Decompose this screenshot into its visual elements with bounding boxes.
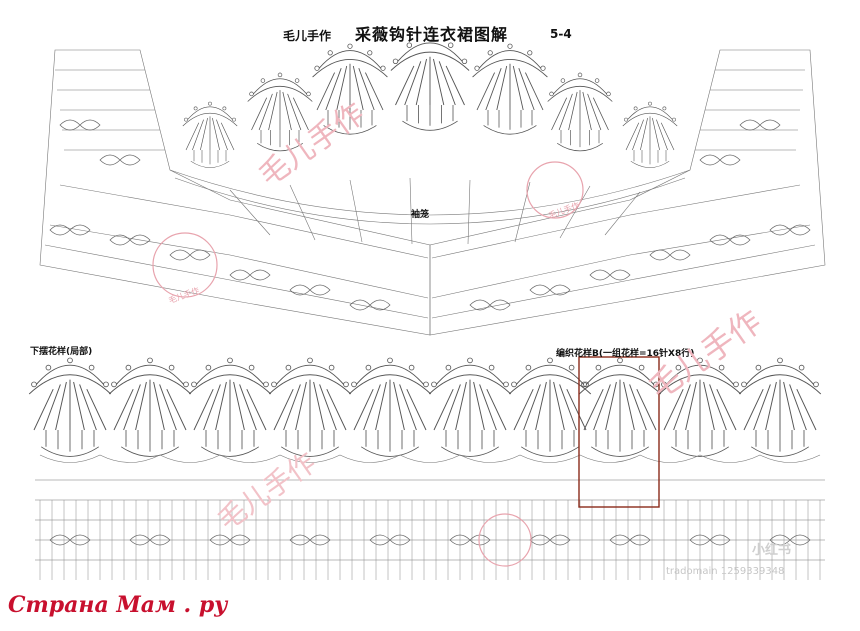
sleeve-label: 袖笼 [411, 210, 430, 220]
brand-label: 毛儿手作 [283, 29, 332, 43]
stamp-watermarks [152, 161, 584, 567]
footer-band [0, 586, 860, 631]
pattern-b-label: 编织花样B(一组花样=16针X8行) [556, 349, 695, 359]
page-title: 采薇钩针连衣裙图解 [355, 25, 509, 44]
hem-label: 下摆花样(局部) [30, 347, 93, 357]
brand-watermark: 小红书 [752, 543, 792, 558]
site-id-watermark: tradomain 1259339348 [666, 566, 785, 577]
hem-base-rows [35, 454, 825, 561]
sleeve-chart [39, 49, 826, 336]
hem-column-ticks [39, 500, 821, 580]
pattern-b-box [578, 356, 660, 508]
site-logo[interactable]: Страна Мам . ру [8, 592, 228, 618]
yoke-fans [182, 35, 678, 168]
page-number: 5-4 [550, 27, 572, 41]
